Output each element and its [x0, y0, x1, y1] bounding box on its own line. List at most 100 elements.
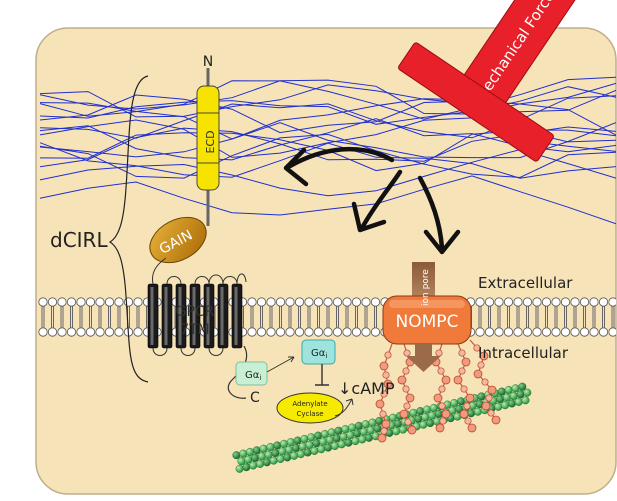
lipid-head: [57, 327, 67, 337]
lipid-head: [114, 297, 124, 307]
ankyrin-repeat: [439, 417, 447, 425]
ankyrin-repeat: [375, 399, 385, 409]
nompc-label: NOMPC: [396, 312, 459, 332]
tubulin-subunit: [271, 449, 280, 458]
lipid-head: [579, 327, 590, 337]
gpcr-label-line2: 7TM: [180, 322, 210, 338]
ankyrin-repeat: [435, 423, 445, 433]
tubulin-subunit: [516, 390, 525, 399]
ankyrin-repeat: [407, 425, 417, 435]
nompc-body-highlight: [389, 300, 465, 308]
tubulin-subunit: [423, 405, 432, 414]
tubulin-subunit: [317, 445, 326, 454]
ankyrin-repeat: [402, 367, 410, 375]
ankyrin-repeat: [405, 393, 415, 403]
lipid-head: [38, 327, 48, 337]
ankyrin-repeat: [477, 361, 485, 369]
tubulin-subunit: [365, 433, 374, 442]
force-arrow-down-right: [417, 175, 445, 251]
galpha-activation-arrow: [266, 356, 295, 373]
ankyrin-repeat: [438, 402, 446, 410]
lipid-head: [494, 297, 504, 307]
lipid-head: [275, 297, 286, 307]
intracellular-label: Intracellular: [478, 344, 569, 362]
tubulin-subunit: [351, 437, 360, 446]
lipid-head: [532, 297, 542, 307]
ankyrin-repeat: [397, 375, 407, 385]
lipid-head: [598, 327, 609, 337]
tm-helix-highlight: [178, 287, 182, 345]
tubulin-subunit: [477, 392, 486, 401]
force-arrow-down-right-head: [423, 229, 461, 255]
tubulin-subunit: [421, 413, 430, 422]
lipid-head: [551, 327, 561, 337]
ankyrin-repeat: [463, 402, 471, 410]
lipid-head: [570, 327, 580, 337]
lipid-head: [608, 297, 616, 307]
lipid-head: [313, 327, 324, 337]
ankyrin-repeat: [487, 409, 495, 417]
ankyrin-repeat: [403, 349, 411, 357]
g-protein-signaling: Gαi Gαi Adenylate Cyclase ↓cAMP: [235, 339, 395, 424]
lipid-head: [66, 327, 77, 337]
adenylate-cyclase: [276, 392, 344, 424]
lipid-head: [38, 297, 48, 307]
camp-arrowhead: [345, 398, 354, 406]
tubulin-subunit: [242, 463, 251, 472]
nompc-channel: ion pore NOMPC: [382, 262, 472, 372]
tubulin-subunit: [276, 455, 285, 464]
tubulin-subunit: [399, 425, 408, 434]
ecd-domain: [196, 85, 220, 191]
ankyrin-repeat: [438, 385, 446, 393]
tubulin-subunit: [518, 382, 527, 391]
tm-loop: [152, 347, 168, 356]
tubulin-subunit: [358, 435, 367, 444]
lipid-head: [133, 327, 143, 337]
dcirl-bracket: [108, 75, 149, 383]
lipid-head: [133, 297, 143, 307]
lipid-head: [570, 297, 580, 307]
tubulin-subunit: [521, 396, 530, 405]
lipid-head: [351, 327, 362, 337]
lipid-head: [370, 327, 381, 337]
tubulin-subunit: [286, 438, 295, 447]
collagen-fiber: [39, 86, 616, 125]
ankyrin-repeat: [464, 417, 472, 425]
lipid-head: [95, 297, 105, 307]
tubulin-subunit: [353, 429, 362, 438]
collagen-fiber: [39, 133, 616, 179]
lipid-head: [522, 297, 533, 307]
adenylate-cyclase-line1: Adenylate: [292, 400, 327, 408]
lipid-head: [304, 327, 314, 337]
tubulin-subunit: [434, 409, 443, 418]
lipid-head: [47, 327, 58, 337]
extracellular-label: Extracellular: [478, 274, 573, 292]
tubulin-subunit: [341, 425, 350, 434]
ankyrin-repeat: [479, 351, 489, 361]
lipid-head: [256, 297, 267, 307]
lipid-head: [608, 327, 616, 337]
ankyrin-repeat: [453, 375, 463, 385]
tubulin-subunit: [266, 443, 275, 452]
tubulin-subunit: [305, 440, 314, 449]
lipid-head: [332, 297, 343, 307]
ankyrin-repeat: [382, 371, 390, 379]
tubulin-subunit: [320, 430, 329, 439]
tubulin-subunit: [450, 399, 459, 408]
lipid-head: [560, 327, 571, 337]
tubulin-subunit: [307, 433, 316, 442]
tubulin-subunit: [359, 427, 368, 436]
tubulin-subunit: [330, 442, 339, 451]
ankyrin-repeat: [491, 415, 501, 425]
lipid-head: [522, 327, 533, 337]
ankyrin-repeat: [433, 393, 443, 403]
tubulin-subunit: [467, 409, 476, 418]
tubulin-subunit: [252, 446, 261, 455]
adenylate-cyclase-line2: Cyclase: [296, 410, 323, 418]
tubulin-subunit: [473, 407, 482, 416]
lipid-head: [85, 297, 96, 307]
ankyrin-repeat: [379, 410, 387, 418]
ankyrin-repeat: [402, 385, 410, 393]
force-arrow-down-left-head: [351, 201, 387, 233]
